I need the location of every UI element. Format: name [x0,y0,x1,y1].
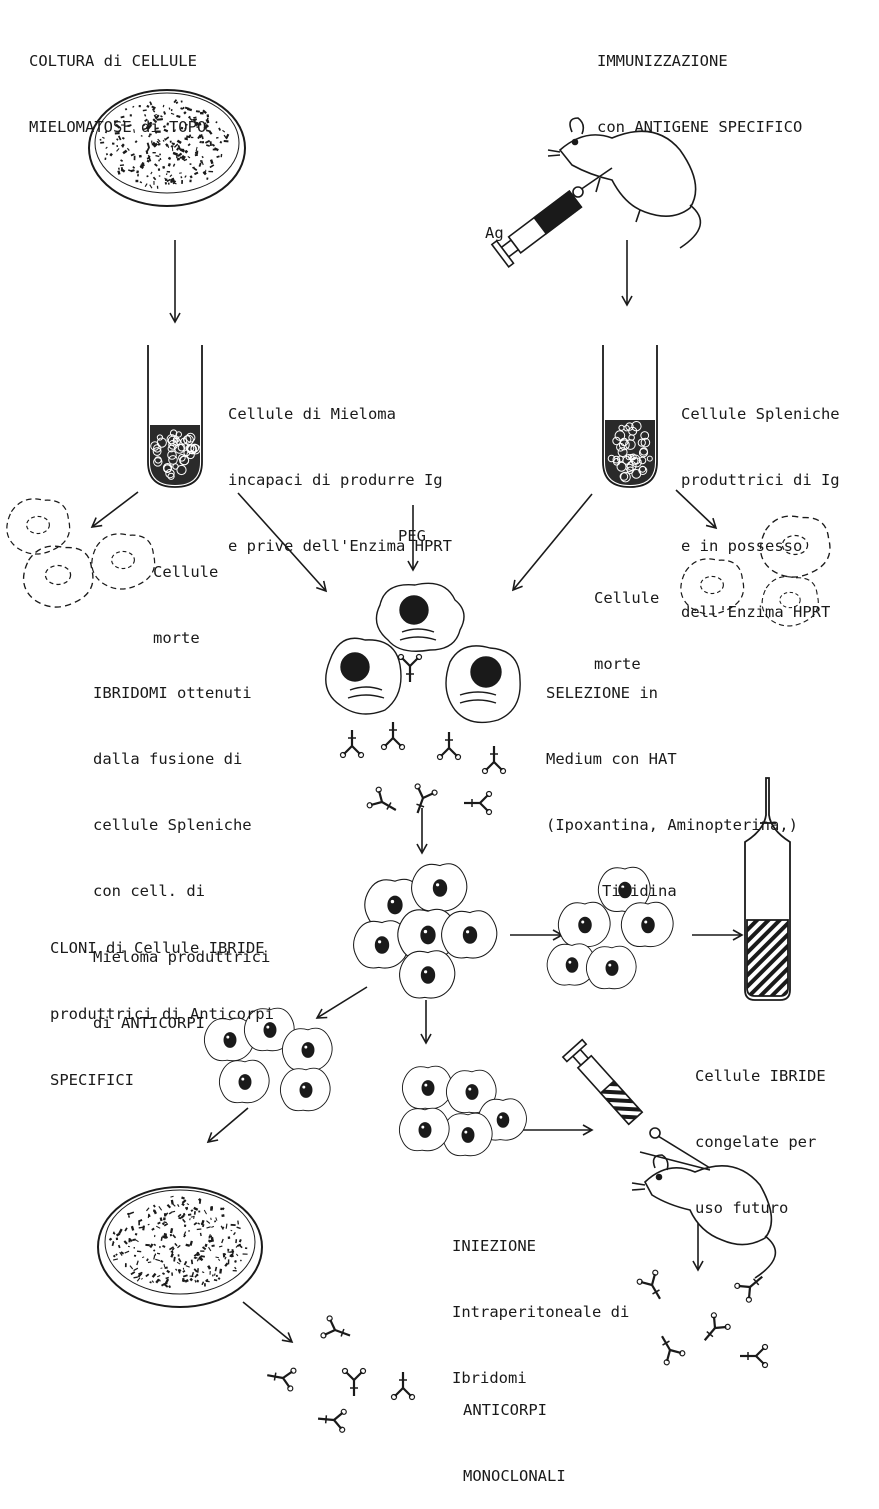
speckle [216,1275,218,1277]
speckle [163,1219,165,1220]
label-line: dell'Enzima HPRT [681,601,840,623]
speckle [198,1211,200,1213]
speckle [243,1253,248,1254]
speckle [233,1270,237,1271]
speckle [125,1263,127,1267]
label-line: COLTURA di CELLULE [29,50,206,72]
speckle [157,186,159,189]
label-line: Ag [485,222,504,244]
speckle [140,165,144,167]
tube-myeloma-icon [148,345,202,487]
label-line: ANTICORPI [463,1399,566,1421]
label-anticorpi: ANTICORPI MONOCLONALI [463,1355,566,1509]
speckle [153,181,154,185]
center-clone-cells-icon [399,1066,526,1156]
dead-cells-left-icon [7,499,155,607]
speckle [170,1234,172,1236]
label-peg: PEG [398,481,426,569]
label-line: Cellule [153,561,218,583]
petri-dish-culture-icon [98,1187,262,1307]
label-congelate: Cellule IBRIDE congelate per uso futuro [695,1021,826,1241]
label-line: PEG [398,525,426,547]
speckle [158,168,160,170]
speckle [136,180,139,182]
label-line: Cellule Spleniche [681,403,840,425]
speckle [232,1249,234,1254]
syringe-icon [492,168,612,267]
label-line: cellule Spleniche [93,814,270,836]
hybrid-clones-cluster-icon [354,864,497,998]
label-line: IBRIDOMI ottenuti [93,682,270,704]
label-line: produttrici di Anticorpi [50,1003,274,1025]
speckle [182,1278,184,1281]
label-spleniche: Cellule Spleniche produttrici di Ig e in… [681,359,840,645]
label-line: (Ipoxantina, Aminopterina,) [546,814,798,836]
speckle [178,1254,180,1256]
speckle [165,179,168,182]
speckle [224,140,229,142]
label-line: produttrici di Ig [681,469,840,491]
speckle [213,149,216,151]
free-antibodies-icon [366,783,491,820]
label-line: congelate per [695,1131,826,1153]
label-line: SPECIFICI [50,1069,274,1091]
speckle [207,114,210,117]
speckle [231,1224,236,1226]
label-line: MIELOMATOSE di TOPO [29,116,206,138]
label-line: Cellule IBRIDE [695,1065,826,1087]
label-coltura: COLTURA di CELLULE MIELOMATOSE di TOPO [29,6,206,160]
speckle [194,1211,196,1215]
speckle [245,1247,247,1249]
speckle [145,1244,150,1246]
label-line: Cellule di Mieloma [228,403,452,425]
speckle [210,1207,213,1211]
label-line: MONOCLONALI [463,1465,566,1487]
speckle [159,1246,160,1248]
speckle [181,180,183,184]
label-line: uso futuro [695,1197,826,1219]
label-line: CLONI di Cellule IBRIDE [50,937,274,959]
speckle [184,1225,186,1227]
label-cloni: CLONI di Cellule IBRIDE produttrici di A… [50,893,274,1113]
speckle [228,1236,231,1239]
speckle [167,171,170,173]
label-line: INIEZIONE [452,1235,629,1257]
label-selezione: SELEZIONE in Medium con HAT (Ipoxantina,… [546,638,798,924]
label-line: Cellule [594,587,659,609]
speckle [137,174,139,177]
label-line: dalla fusione di [93,748,270,770]
monoclonal-antibodies-left-icon [265,1315,414,1432]
speckle [134,1255,136,1257]
speckle [189,180,191,183]
injection-syringe-icon [563,1040,710,1168]
label-line: Intraperitoneale di [452,1301,629,1323]
speckle [200,1250,204,1251]
speckle [116,1238,118,1241]
label-line: Medium con HAT [546,748,798,770]
speckle [159,175,161,177]
monoclonal-antibodies-right-icon [636,1268,769,1368]
speckle [221,1214,224,1217]
speckle [113,1232,115,1234]
label-immunizzazione: IMMUNIZZAZIONE con ANTIGENE SPECIFICO [597,6,802,160]
label-line: e in possesso [681,535,840,557]
tube-spleen-icon [603,345,657,487]
label-line: IMMUNIZZAZIONE [597,50,802,72]
label-line: Timidina [546,880,798,902]
label-line: SELEZIONE in [546,682,798,704]
label-line: con ANTIGENE SPECIFICO [597,116,802,138]
label-ag: Ag [485,178,504,266]
speckle [153,1210,155,1212]
hybridoma-cells-icon [326,583,520,722]
speckle [204,1283,206,1286]
speckle [134,1247,135,1249]
